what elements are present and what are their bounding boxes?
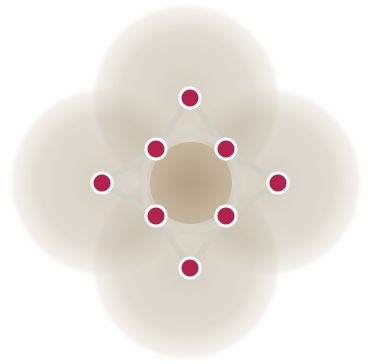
node-lower-right — [216, 206, 236, 226]
node-upper-left — [146, 139, 166, 159]
node-top — [180, 88, 200, 108]
node-lower-left — [146, 206, 166, 226]
node-left — [92, 173, 112, 193]
node-upper-right — [216, 139, 236, 159]
node-bottom — [180, 258, 200, 278]
node-right — [268, 173, 288, 193]
